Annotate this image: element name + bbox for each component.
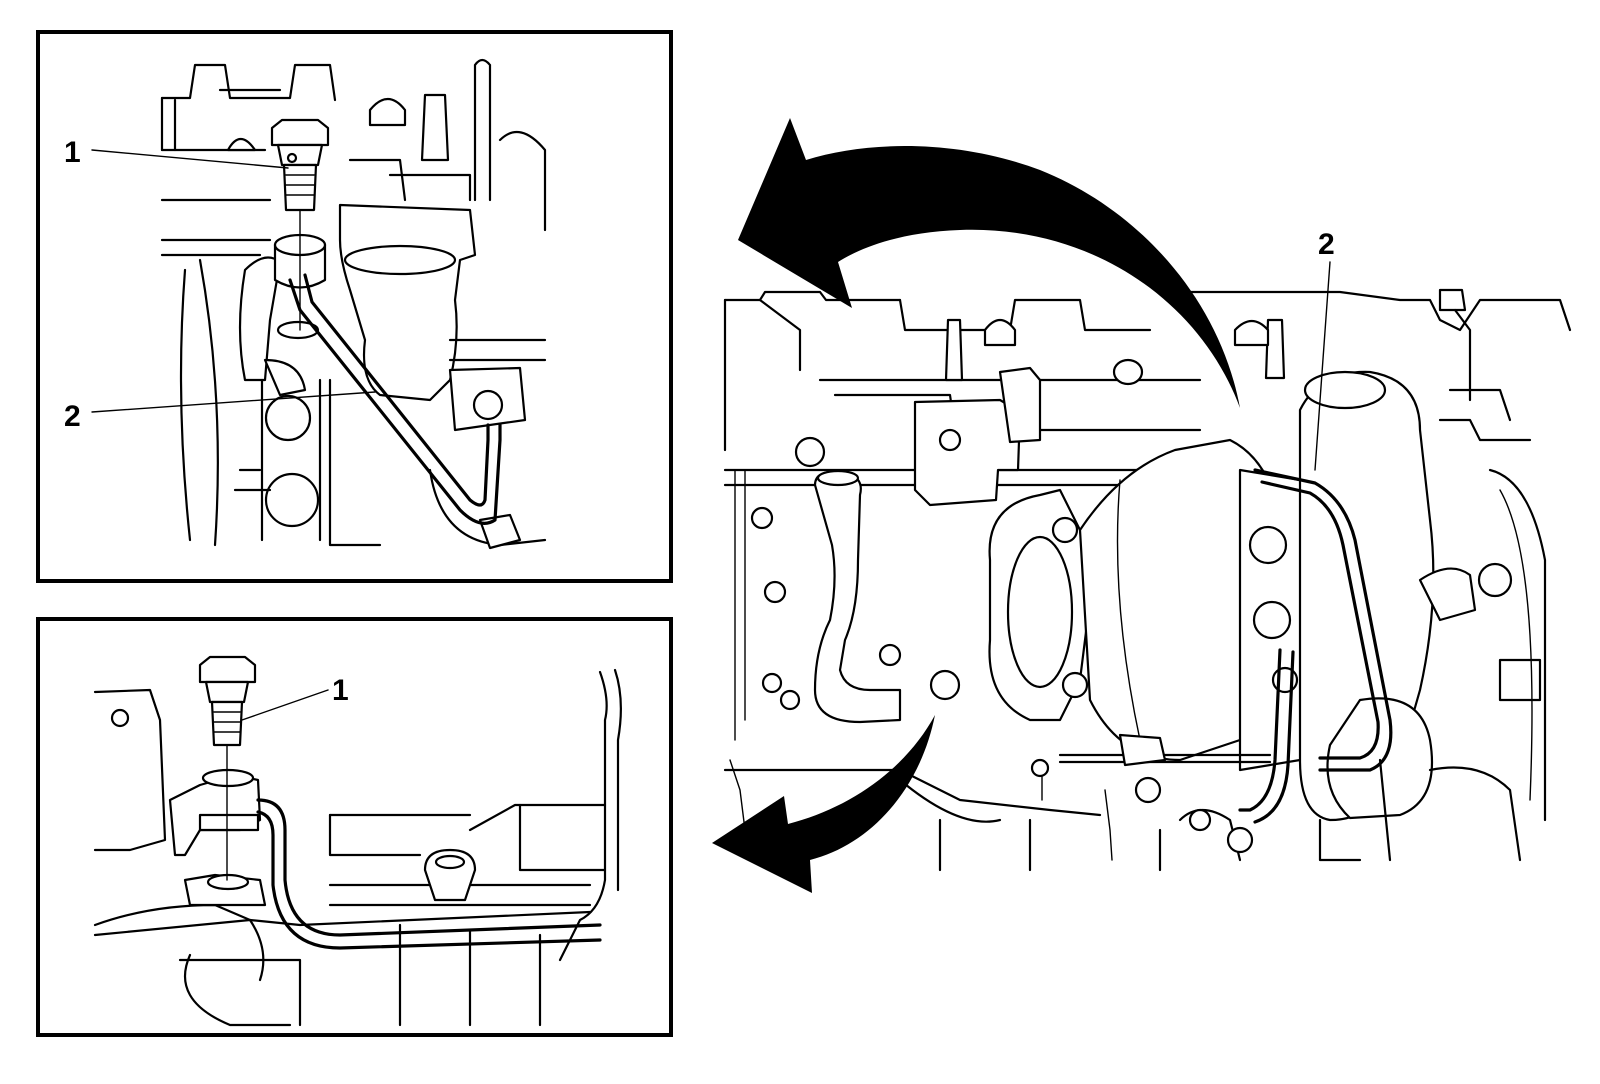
main-engine-view: 2 bbox=[712, 118, 1572, 893]
banjo-bolt-inset-top bbox=[270, 118, 330, 212]
engine-block-lower bbox=[723, 388, 1547, 872]
heat-shield-bracket bbox=[913, 366, 1042, 507]
callout-2-main: 2 bbox=[1318, 228, 1335, 261]
inset-bottom-drawing bbox=[93, 655, 622, 1027]
callout-2-leader-top bbox=[91, 391, 376, 413]
callout-1-leader-top bbox=[91, 149, 289, 169]
rotation-arrow-upper bbox=[738, 118, 1240, 408]
oil-feed-pipe-inset-top bbox=[288, 278, 502, 525]
inset-top-drawing bbox=[160, 58, 547, 550]
inset-top: 1 2 bbox=[36, 30, 673, 583]
inset-bottom-frame bbox=[36, 617, 673, 1037]
turbocharger bbox=[988, 370, 1542, 861]
banjo-bolt-inset-bottom bbox=[198, 655, 257, 747]
callout-1-leader-bottom bbox=[241, 689, 329, 721]
callout-2-inset-top: 2 bbox=[64, 400, 81, 433]
coolant-hose bbox=[750, 469, 961, 724]
callout-1-inset-top: 1 bbox=[64, 136, 81, 169]
callout-1-inset-bottom: 1 bbox=[332, 674, 349, 707]
rotation-arrow-lower bbox=[712, 715, 935, 893]
callout-2-leader-main bbox=[1314, 261, 1331, 471]
oil-feed-pipe-inset-bottom bbox=[256, 798, 602, 937]
inset-bottom: 1 bbox=[36, 617, 673, 1037]
